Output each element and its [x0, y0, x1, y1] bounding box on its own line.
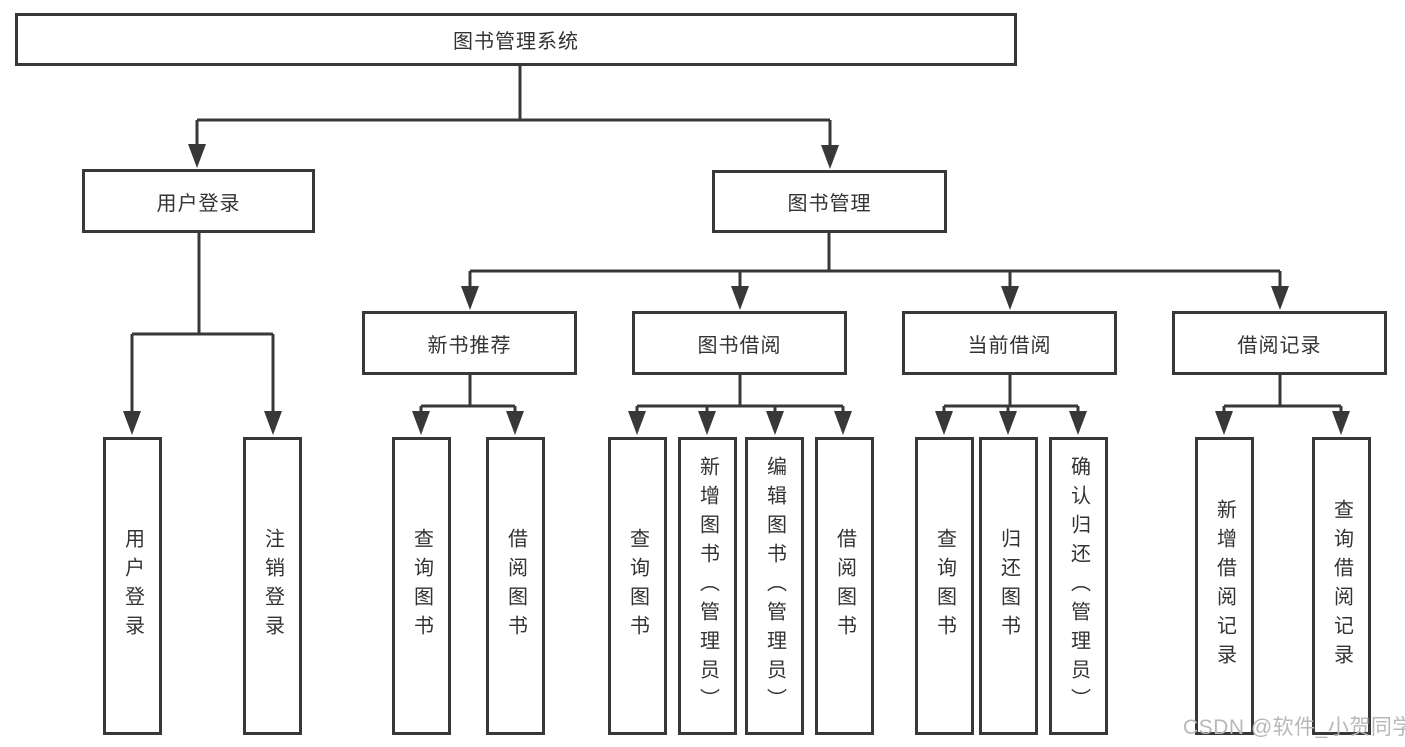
- node-book-borrow-label: 图书借阅: [697, 334, 782, 357]
- arrow-down-icon: [123, 411, 141, 435]
- node-new-book-recommend: 新书推荐: [362, 311, 577, 375]
- leaf-borrow-books-2: 借阅图书: [815, 437, 874, 735]
- node-book-management-label: 图书管理: [787, 193, 872, 215]
- node-book-management: 图书管理: [712, 170, 947, 233]
- connector-book-borrow-children: [628, 375, 852, 435]
- leaf-borrow-books-1-label: 借阅图书: [504, 528, 527, 644]
- node-user-login: 用户登录: [82, 169, 315, 233]
- node-borrow-records: 借阅记录: [1172, 311, 1387, 375]
- connector-root-to-level2: [188, 66, 839, 169]
- connector-borrow-records-children: [1215, 375, 1350, 435]
- leaf-query-books-3-label: 查询图书: [933, 528, 956, 644]
- watermark: CSDN @软件_小贺同学: [1183, 716, 1405, 739]
- arrow-down-icon: [999, 411, 1017, 435]
- arrow-down-icon: [834, 411, 852, 435]
- leaf-return-book-label: 归还图书: [997, 528, 1020, 644]
- leaf-query-books-1-label: 查询图书: [410, 528, 433, 644]
- arrow-down-icon: [698, 411, 716, 435]
- leaf-user-login: 用户登录: [103, 437, 162, 735]
- arrow-down-icon: [935, 411, 953, 435]
- arrow-down-icon: [766, 411, 784, 435]
- arrow-down-icon: [1332, 411, 1350, 435]
- node-book-borrow: 图书借阅: [632, 311, 847, 375]
- leaf-query-books-2: 查询图书: [608, 437, 667, 735]
- leaf-add-borrow-record-label: 新增借阅记录: [1213, 499, 1236, 673]
- connector-book-management-children: [461, 233, 1289, 310]
- arrow-down-icon: [188, 144, 206, 168]
- leaf-confirm-return-admin: 确认归还（管理员）: [1049, 437, 1108, 735]
- leaf-query-books-1: 查询图书: [392, 437, 451, 735]
- node-current-borrow-label: 当前借阅: [967, 334, 1052, 357]
- connector-new-book-children: [412, 375, 524, 435]
- connector-user-login-children: [123, 233, 282, 435]
- leaf-query-borrow-record: 查询借阅记录: [1312, 437, 1371, 735]
- arrow-down-icon: [1001, 286, 1019, 310]
- leaf-logout: 注销登录: [243, 437, 302, 735]
- leaf-borrow-books-1: 借阅图书: [486, 437, 545, 735]
- leaf-user-login-label: 用户登录: [121, 528, 144, 644]
- arrow-down-icon: [461, 286, 479, 310]
- leaf-confirm-return-admin-label: 确认归还（管理员）: [1067, 455, 1090, 717]
- leaf-query-books-2-label: 查询图书: [626, 528, 649, 644]
- arrow-down-icon: [731, 286, 749, 310]
- arrow-down-icon: [1069, 411, 1087, 435]
- leaf-query-books-3: 查询图书: [915, 437, 974, 735]
- leaf-edit-book-admin: 编辑图书（管理员）: [745, 437, 804, 735]
- leaf-return-book: 归还图书: [979, 437, 1038, 735]
- leaf-borrow-books-2-label: 借阅图书: [833, 528, 856, 644]
- leaf-logout-label: 注销登录: [261, 528, 284, 644]
- leaf-add-book-admin: 新增图书（管理员）: [678, 437, 737, 735]
- arrow-down-icon: [1215, 411, 1233, 435]
- arrow-down-icon: [1271, 286, 1289, 310]
- arrow-down-icon: [264, 411, 282, 435]
- arrow-down-icon: [412, 411, 430, 435]
- leaf-add-borrow-record: 新增借阅记录: [1195, 437, 1254, 735]
- leaf-query-borrow-record-label: 查询借阅记录: [1330, 499, 1353, 673]
- arrow-down-icon: [628, 411, 646, 435]
- leaf-edit-book-admin-label: 编辑图书（管理员）: [763, 455, 786, 717]
- node-new-book-recommend-label: 新书推荐: [427, 334, 512, 357]
- leaf-add-book-admin-label: 新增图书（管理员）: [696, 455, 719, 717]
- node-current-borrow: 当前借阅: [902, 311, 1117, 375]
- arrow-down-icon: [821, 145, 839, 169]
- node-user-login-label: 用户登录: [156, 192, 241, 215]
- arrow-down-icon: [506, 411, 524, 435]
- node-root-label: 图书管理系统: [453, 31, 579, 53]
- node-root: 图书管理系统: [15, 13, 1017, 66]
- node-borrow-records-label: 借阅记录: [1237, 334, 1322, 357]
- connector-current-borrow-children: [935, 375, 1087, 435]
